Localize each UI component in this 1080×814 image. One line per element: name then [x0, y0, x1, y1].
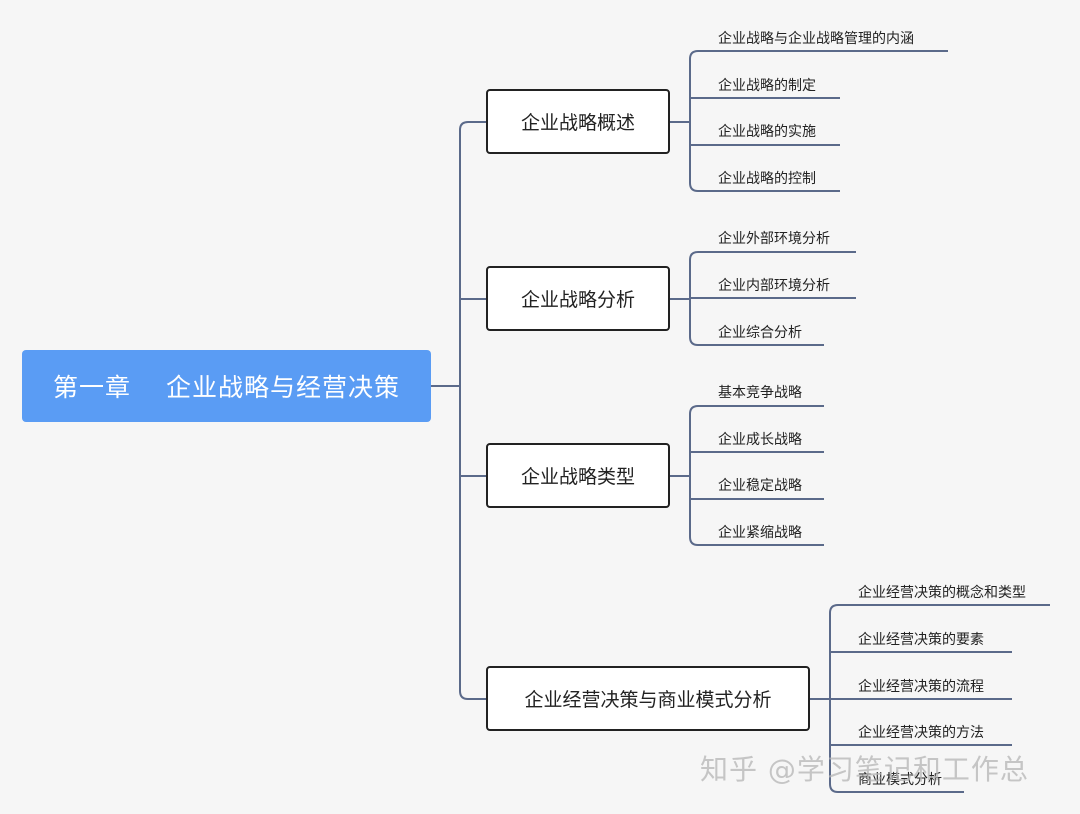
connector-leaf-3-4: [829, 783, 964, 793]
leaf-decision-elements[interactable]: 企业经营决策的要素: [858, 632, 984, 648]
leaf-decision-process[interactable]: 企业经营决策的流程: [858, 679, 984, 695]
connector-leaf-3-0: [829, 604, 1050, 614]
connector-leaf-0-0: [689, 50, 948, 60]
branch-node-types[interactable]: 企业战略类型: [486, 443, 670, 508]
leaf-retrenchment-strategy[interactable]: 企业紧缩战略: [718, 525, 802, 541]
leaf-comprehensive-analysis[interactable]: 企业综合分析: [718, 325, 802, 341]
leaf-stability-strategy[interactable]: 企业稳定战略: [718, 478, 802, 494]
leaf-basic-competitive[interactable]: 基本竞争战略: [718, 385, 802, 401]
leaf-strategy-control[interactable]: 企业战略的控制: [718, 171, 816, 187]
leaf-strategy-formulation[interactable]: 企业战略的制定: [718, 78, 816, 94]
connector-leaf-1-0: [689, 251, 856, 261]
leaf-decision-methods[interactable]: 企业经营决策的方法: [858, 725, 984, 741]
connector-branch-3: [459, 690, 486, 700]
connector-leaf-2-0: [689, 405, 824, 415]
branch-node-overview[interactable]: 企业战略概述: [486, 89, 670, 154]
connector-leaf-1-2: [689, 336, 824, 346]
leaf-business-model[interactable]: 商业模式分析: [858, 772, 942, 788]
leaf-decision-concept[interactable]: 企业经营决策的概念和类型: [858, 585, 1026, 601]
branch-node-decision[interactable]: 企业经营决策与商业模式分析: [486, 666, 810, 731]
connector-leaf-2-3: [689, 536, 824, 546]
connector-branch-0: [459, 121, 486, 131]
connector-leaf-0-3: [689, 182, 840, 192]
branch-node-analysis[interactable]: 企业战略分析: [486, 266, 670, 331]
leaf-growth-strategy[interactable]: 企业成长战略: [718, 432, 802, 448]
leaf-strategy-implementation[interactable]: 企业战略的实施: [718, 124, 816, 140]
root-node[interactable]: 第一章 企业战略与经营决策: [22, 350, 431, 422]
leaf-external-analysis[interactable]: 企业外部环境分析: [718, 231, 830, 247]
leaf-strategy-connotation[interactable]: 企业战略与企业战略管理的内涵: [718, 31, 914, 47]
leaf-internal-analysis[interactable]: 企业内部环境分析: [718, 278, 830, 294]
watermark: 知乎 @学习笔记和工作总: [700, 753, 1029, 786]
